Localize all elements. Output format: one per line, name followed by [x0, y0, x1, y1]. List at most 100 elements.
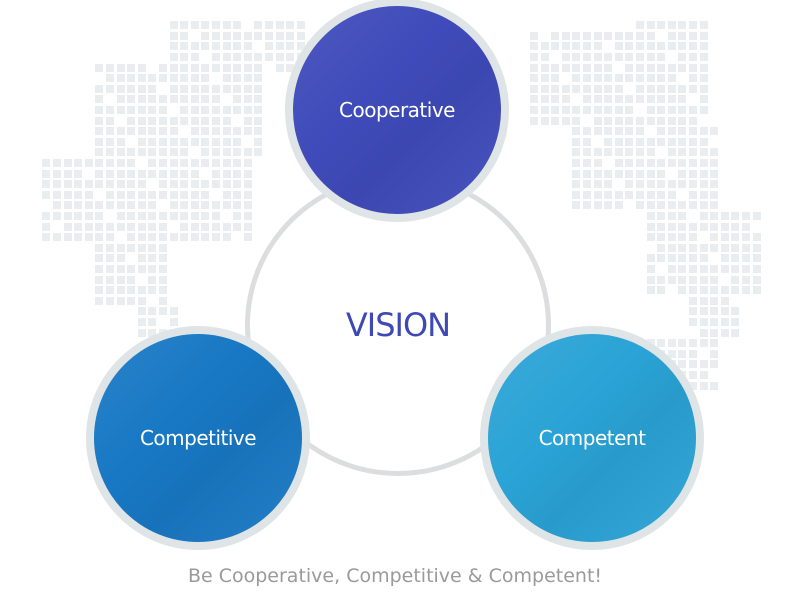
map-dot	[159, 275, 167, 284]
map-dot	[561, 95, 570, 104]
map-dot	[137, 84, 146, 93]
map-dot	[561, 63, 570, 72]
map-dot	[752, 275, 761, 284]
map-dot	[63, 180, 72, 189]
map-dot	[212, 127, 220, 136]
map-dot	[699, 381, 708, 390]
map-dot	[604, 106, 613, 114]
map-dot	[106, 63, 114, 72]
map-dot	[148, 148, 157, 157]
map-dot	[222, 127, 231, 136]
map-dot	[74, 180, 83, 189]
map-dot	[731, 307, 740, 316]
map-dot	[731, 265, 740, 273]
map-dot	[530, 116, 538, 125]
map-dot	[53, 159, 61, 167]
map-dot	[137, 106, 146, 114]
map-dot	[572, 106, 581, 114]
map-dot	[593, 106, 602, 114]
map-dot	[106, 74, 114, 83]
map-dot	[646, 254, 655, 263]
map-dot	[190, 222, 199, 231]
map-dot	[572, 201, 581, 210]
map-dot	[731, 254, 740, 263]
map-dot	[540, 106, 549, 114]
map-dot	[625, 137, 634, 146]
map-dot	[169, 201, 178, 210]
map-dot	[106, 222, 114, 231]
map-dot	[212, 42, 220, 51]
map-dot	[116, 180, 125, 189]
map-dot	[667, 222, 676, 231]
map-dot	[222, 233, 231, 242]
map-dot	[572, 180, 581, 189]
map-dot	[116, 159, 125, 167]
map-dot	[127, 265, 136, 273]
map-dot	[116, 95, 125, 104]
map-dot	[148, 254, 157, 263]
map-dot	[243, 116, 252, 125]
map-dot	[180, 233, 189, 242]
map-dot	[699, 180, 708, 189]
map-dot	[699, 63, 708, 72]
map-dot	[286, 42, 295, 51]
map-dot	[190, 190, 199, 199]
map-dot	[95, 63, 104, 72]
map-dot	[636, 190, 644, 199]
map-dot	[699, 148, 708, 157]
map-dot	[53, 190, 61, 199]
map-dot	[530, 74, 538, 83]
map-dot	[169, 169, 178, 178]
map-dot	[286, 53, 295, 61]
map-dot	[742, 212, 750, 220]
map-dot	[604, 31, 613, 40]
map-dot	[667, 127, 676, 136]
map-dot	[180, 106, 189, 114]
map-dot	[106, 84, 114, 93]
map-dot	[233, 169, 242, 178]
map-dot	[614, 53, 623, 61]
map-dot	[106, 254, 114, 263]
map-dot	[148, 201, 157, 210]
map-dot	[625, 42, 634, 51]
map-dot	[212, 116, 220, 125]
map-dot	[137, 180, 146, 189]
map-dot	[678, 21, 687, 30]
map-dot	[42, 212, 51, 220]
map-dot	[180, 21, 189, 30]
map-dot	[212, 31, 220, 40]
map-dot	[572, 53, 581, 61]
map-dot	[233, 106, 242, 114]
map-dot	[551, 31, 560, 40]
map-dot	[572, 31, 581, 40]
map-dot	[95, 180, 104, 189]
map-dot	[657, 169, 666, 178]
map-dot	[243, 74, 252, 83]
map-dot	[148, 233, 157, 242]
map-dot	[720, 328, 729, 337]
map-dot	[106, 275, 114, 284]
map-dot	[689, 265, 697, 273]
map-dot	[646, 159, 655, 167]
map-dot	[233, 74, 242, 83]
map-dot	[583, 127, 591, 136]
map-dot	[678, 201, 687, 210]
map-dot	[127, 127, 136, 136]
map-dot	[222, 137, 231, 146]
map-dot	[254, 116, 263, 125]
map-dot	[233, 127, 242, 136]
map-dot	[530, 42, 538, 51]
map-dot	[561, 84, 570, 93]
map-dot	[42, 159, 51, 167]
map-dot	[180, 190, 189, 199]
map-dot	[201, 95, 210, 104]
map-dot	[159, 137, 167, 146]
map-dot	[583, 74, 591, 83]
map-dot	[137, 254, 146, 263]
map-dot	[731, 286, 740, 295]
map-dot	[593, 116, 602, 125]
map-dot	[190, 74, 199, 83]
map-dot	[752, 243, 761, 252]
map-dot	[190, 53, 199, 61]
map-dot	[614, 84, 623, 93]
